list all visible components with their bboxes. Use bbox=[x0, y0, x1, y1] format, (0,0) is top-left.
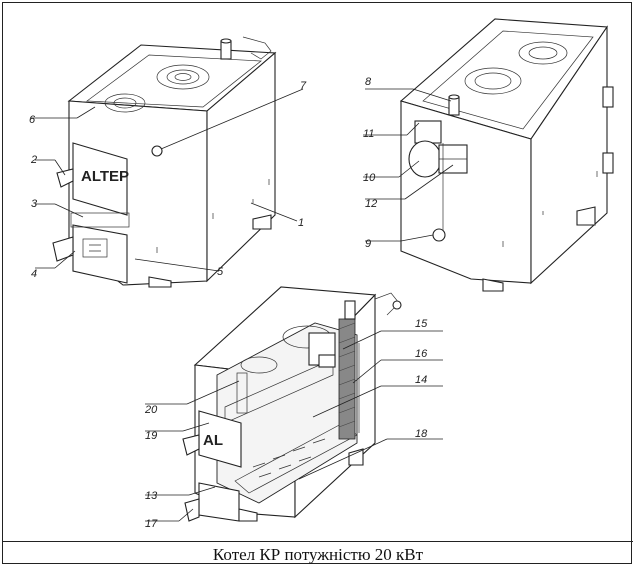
callout-7: 7 bbox=[300, 80, 307, 92]
callout-6: 6 bbox=[29, 114, 36, 126]
callout-10: 10 bbox=[363, 172, 376, 184]
callout-14: 14 bbox=[415, 374, 427, 386]
callouts-rear-view: 8 11 10 12 9 bbox=[363, 76, 454, 250]
callout-11: 11 bbox=[363, 128, 374, 140]
caption-row: Котел КР потужністю 20 кВт bbox=[3, 541, 633, 565]
boiler-drawing: ALTEP 6 2 3 4 5 7 1 bbox=[29, 18, 614, 530]
boiler-cutaway-view: AL bbox=[182, 286, 402, 522]
callout-18: 18 bbox=[415, 428, 428, 440]
callout-9: 9 bbox=[365, 238, 371, 250]
callout-16: 16 bbox=[415, 348, 428, 360]
callout-8: 8 bbox=[365, 76, 372, 88]
callouts-front-view: 6 2 3 4 5 7 1 bbox=[29, 80, 307, 280]
callouts-cutaway-view: 20 19 13 17 15 16 14 18 bbox=[144, 318, 443, 530]
callout-19: 19 bbox=[145, 430, 157, 442]
callout-17: 17 bbox=[145, 518, 158, 530]
boiler-front-view: ALTEP bbox=[52, 36, 277, 288]
brand-logo: ALTEP bbox=[81, 168, 129, 185]
figure-caption: Котел КР потужністю 20 кВт bbox=[212, 545, 424, 564]
callout-20: 20 bbox=[144, 404, 158, 416]
callout-4: 4 bbox=[31, 268, 37, 280]
callout-3: 3 bbox=[31, 198, 38, 210]
callout-1: 1 bbox=[298, 217, 304, 229]
callout-12: 12 bbox=[365, 198, 377, 210]
callout-13: 13 bbox=[145, 490, 158, 502]
callout-2: 2 bbox=[30, 154, 37, 166]
callout-15: 15 bbox=[415, 318, 428, 330]
boiler-rear-view bbox=[399, 18, 614, 292]
callout-5: 5 bbox=[217, 266, 224, 278]
brand-logo-cut: AL bbox=[203, 432, 223, 449]
